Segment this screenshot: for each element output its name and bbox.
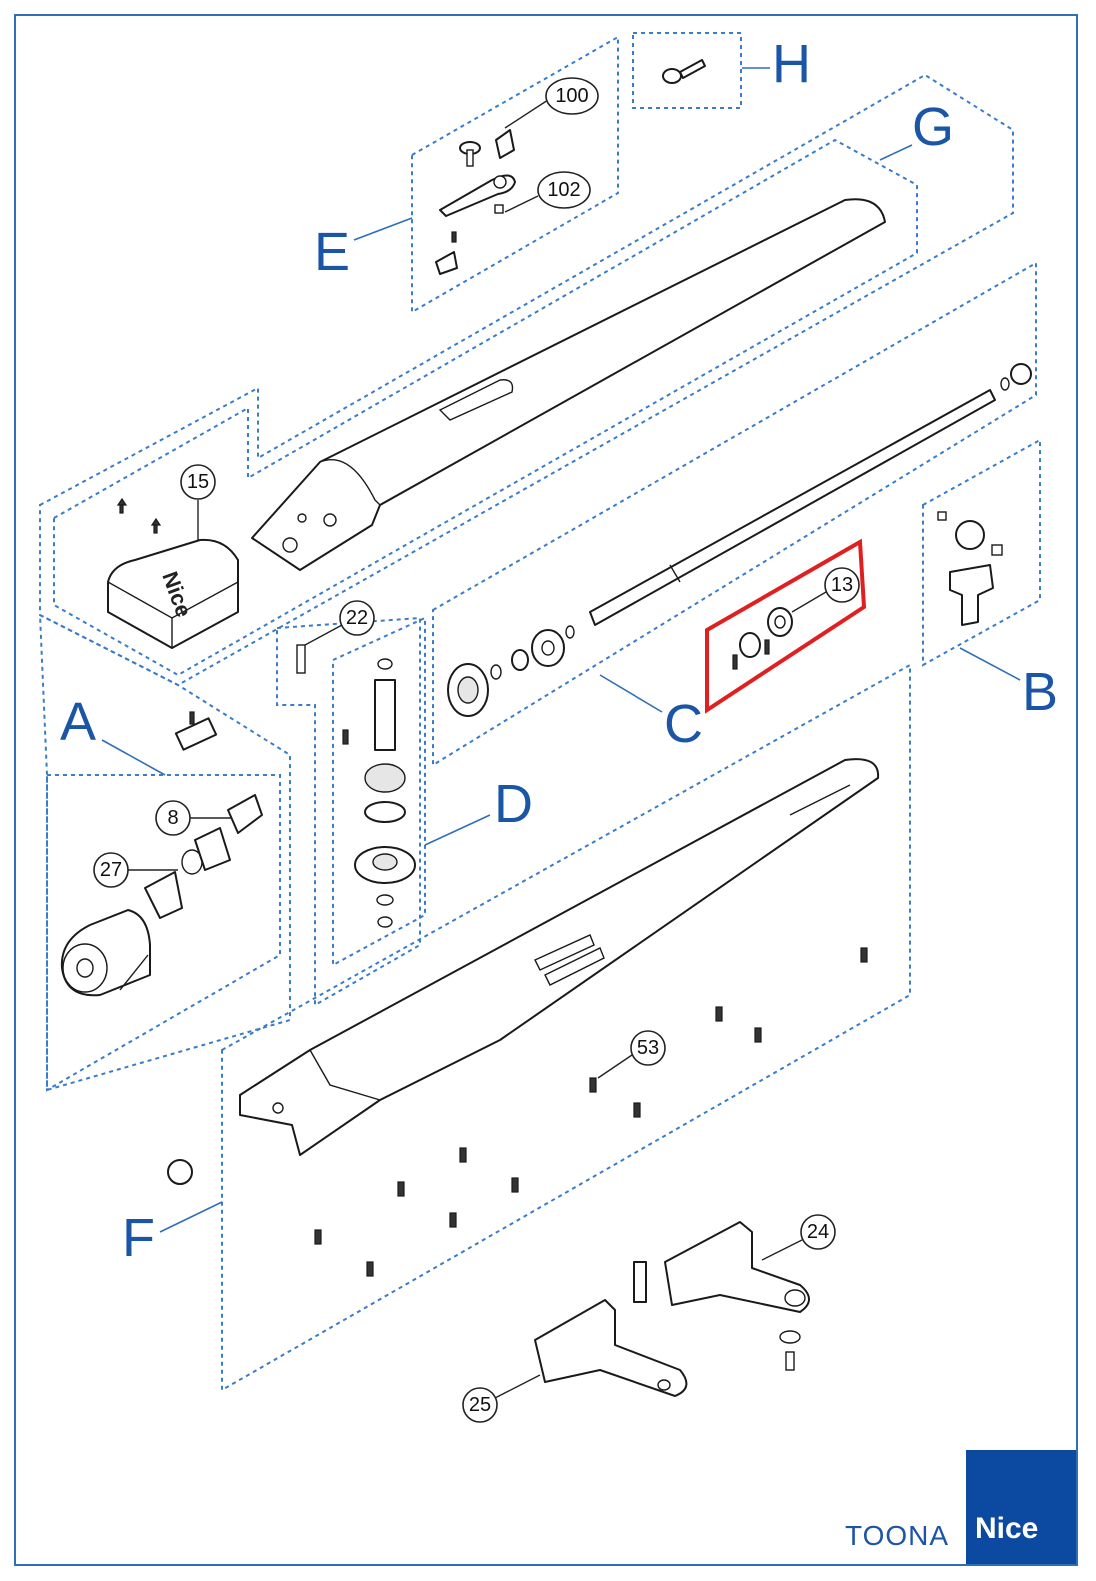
group-a-inner-outline bbox=[46, 774, 281, 1092]
group-label-d: D bbox=[494, 774, 533, 834]
svg-text:27: 27 bbox=[100, 859, 122, 881]
control-box: Nice bbox=[107, 497, 239, 649]
group-label-a: A bbox=[60, 692, 96, 752]
callout-102: 102 bbox=[504, 171, 591, 213]
callout-22: 22 bbox=[304, 600, 375, 646]
cover-arm bbox=[251, 198, 886, 571]
group-d-outer-outline bbox=[276, 616, 421, 1007]
group-f-outline bbox=[221, 663, 911, 1392]
brand-logo-box bbox=[966, 1450, 1076, 1564]
callout-25: 25 bbox=[462, 1374, 541, 1423]
group-label-e: E bbox=[314, 222, 350, 282]
svg-text:22: 22 bbox=[346, 607, 368, 629]
motor bbox=[60, 711, 263, 997]
callout-15: 15 bbox=[180, 464, 216, 540]
callouts: 100 102 15 13 22 8 2 bbox=[93, 77, 860, 1423]
svg-text:100: 100 bbox=[555, 85, 588, 107]
group-label-b: B bbox=[1022, 662, 1058, 722]
group-outlines bbox=[38, 32, 1041, 1392]
svg-text:102: 102 bbox=[547, 179, 580, 201]
release-kit-parts bbox=[435, 129, 516, 275]
drive-shaft-assembly bbox=[447, 363, 1032, 717]
svg-text:53: 53 bbox=[637, 1037, 659, 1059]
highlight-box bbox=[705, 538, 867, 714]
group-h-outline bbox=[632, 32, 742, 109]
base-housing bbox=[239, 758, 880, 1156]
group-label-c: C bbox=[664, 694, 703, 754]
callout-24: 24 bbox=[761, 1214, 836, 1261]
callout-8: 8 bbox=[155, 800, 232, 836]
group-c-outline bbox=[432, 261, 1037, 767]
screws bbox=[314, 947, 868, 1277]
mounting-brackets bbox=[167, 1159, 810, 1397]
svg-text:24: 24 bbox=[807, 1221, 829, 1243]
diagram-frame bbox=[14, 14, 1078, 1566]
gate-bracket bbox=[937, 511, 1003, 626]
svg-text:13: 13 bbox=[831, 574, 853, 596]
callout-100: 100 bbox=[504, 77, 599, 129]
gear-stack bbox=[296, 644, 416, 928]
group-label-g: G bbox=[912, 97, 954, 157]
group-b-outline bbox=[922, 438, 1041, 667]
callout-53: 53 bbox=[597, 1030, 666, 1079]
svg-text:15: 15 bbox=[187, 471, 209, 493]
svg-text:8: 8 bbox=[167, 807, 178, 829]
group-a-outer-outline bbox=[38, 613, 291, 1092]
svg-text:25: 25 bbox=[469, 1394, 491, 1416]
release-key bbox=[662, 59, 706, 84]
group-label-h: H bbox=[772, 34, 811, 94]
group-labels: H G E B C A D F bbox=[60, 34, 1058, 1268]
product-name: TOONA bbox=[845, 1520, 950, 1551]
parts: Nice bbox=[60, 59, 1032, 1397]
callout-27: 27 bbox=[93, 852, 178, 888]
callout-13: 13 bbox=[791, 567, 860, 613]
brand-logo-text: Nice bbox=[975, 1512, 1039, 1545]
group-d-inner-outline bbox=[332, 616, 426, 967]
group-label-f: F bbox=[122, 1208, 155, 1268]
group-e-outline bbox=[411, 35, 619, 314]
